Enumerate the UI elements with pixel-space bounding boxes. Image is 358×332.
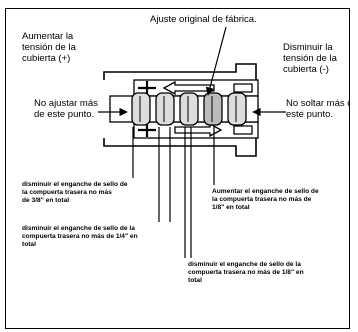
adjuster-rollers xyxy=(131,92,247,126)
minus-icon-top xyxy=(233,83,253,93)
arrow-right-icon xyxy=(174,122,223,138)
bottom-scale xyxy=(133,121,259,139)
label-decrease-line1: Disminuir la xyxy=(283,42,333,53)
label-decrease-1-4-line2: compuerta trasera no más de 1/4" en xyxy=(22,233,138,240)
top-scale xyxy=(133,79,259,97)
label-increase-line3: cubierta (+) xyxy=(22,53,71,64)
label-decrease-3-8-line2: la compuerta trasera no más xyxy=(22,189,112,196)
label-factory-setting: Ajuste original de fábrica. xyxy=(150,14,257,25)
label-decrease-line3: cubierta (-) xyxy=(283,64,329,75)
roller-4 xyxy=(203,92,223,126)
minus-icon-bottom xyxy=(233,125,253,135)
roller-5 xyxy=(227,92,247,126)
label-increase-line2: tensión de la xyxy=(22,42,76,53)
label-decrease-line2: tensión de la xyxy=(283,53,337,64)
label-decrease-1-8-line1: disminuir el enganche de sello de la xyxy=(188,261,301,268)
diagram-frame xyxy=(5,8,350,329)
label-decrease-1-8-line3: total xyxy=(188,277,202,284)
label-no-adjust-line1: No ajustar más xyxy=(34,98,98,109)
leader-lines xyxy=(98,26,286,258)
roller-2 xyxy=(155,92,175,126)
plus-icon-top xyxy=(138,81,156,95)
label-no-adjust-line2: de este punto. xyxy=(34,109,95,120)
label-no-loosen-line1: No soltar más de xyxy=(286,98,349,109)
label-decrease-3-8-line1: disminuir el enganche de sello de xyxy=(22,181,128,188)
label-increase-line1: Aumentar la xyxy=(22,31,74,42)
label-decrease-3-8-line3: de 3/8" en total xyxy=(22,197,70,204)
slot-bracket xyxy=(103,63,257,157)
label-increase-1-8-line2: la compuerta trasera no más de xyxy=(212,196,312,203)
plus-icon-bottom xyxy=(138,123,156,137)
label-increase-1-8-line3: 1/8" en total xyxy=(212,204,250,211)
label-decrease-1-8-line2: compuerta trasera no más de 1/8" en xyxy=(188,269,304,276)
label-decrease-1-4-line1: disminuir el enganche de sello de la xyxy=(22,225,135,232)
arrow-left-icon xyxy=(162,80,215,96)
label-decrease-1-4-line3: total xyxy=(22,241,36,248)
label-no-loosen-line2: este punto. xyxy=(286,109,334,120)
roller-1 xyxy=(131,92,151,126)
roller-3 xyxy=(179,92,199,126)
label-increase-1-8-line1: Aumentar el enganche de sello de xyxy=(212,188,319,195)
